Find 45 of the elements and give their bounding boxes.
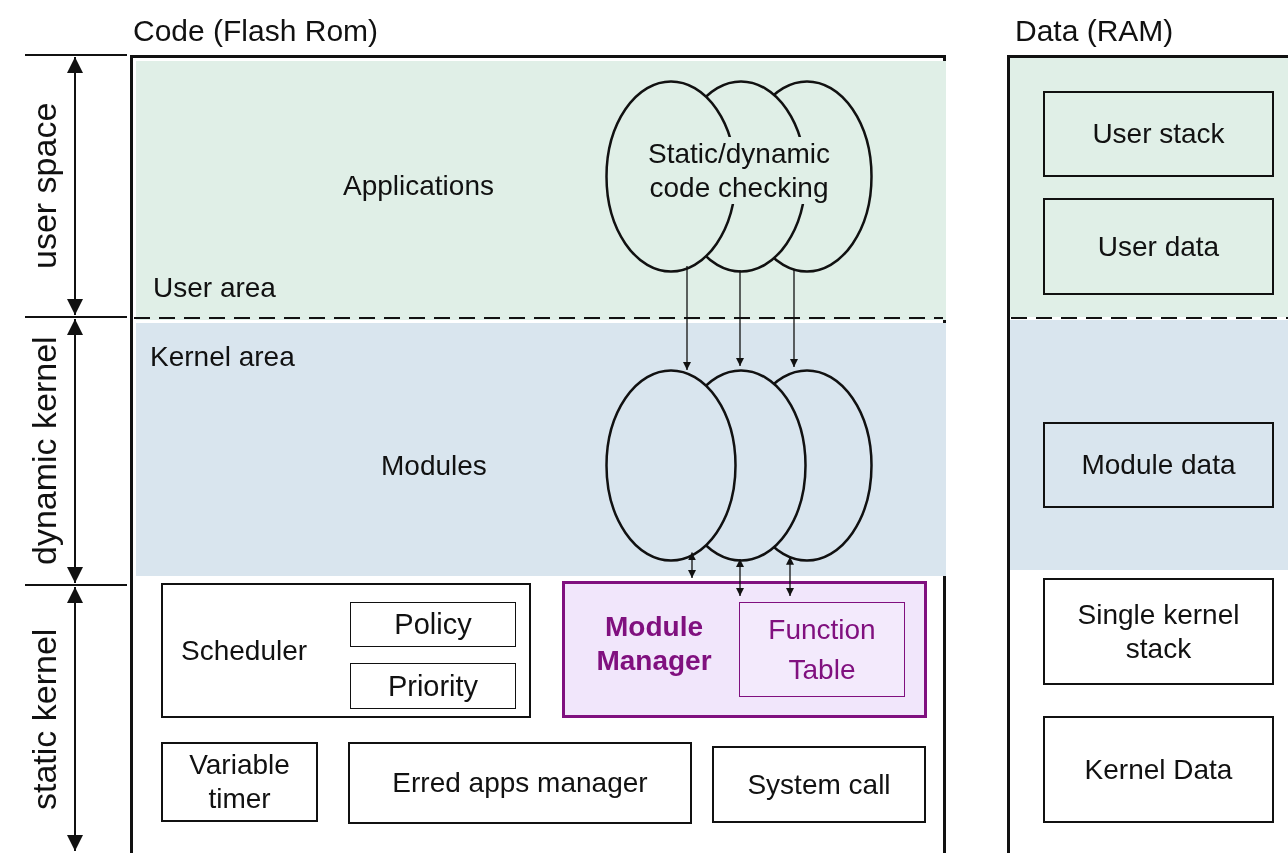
panel-title: Code (Flash Rom) — [133, 13, 379, 49]
area-label: Kernel area — [150, 340, 295, 374]
area-label: Modules — [381, 449, 487, 483]
box-label: Function Table — [767, 613, 877, 687]
arrow — [790, 268, 798, 368]
box-label: Module data — [1081, 448, 1236, 482]
process-box — [1043, 716, 1274, 823]
process-box — [1043, 578, 1274, 685]
box-label: System call — [747, 767, 891, 802]
arrow — [688, 551, 696, 579]
process-box — [712, 746, 926, 823]
process-box — [350, 663, 516, 709]
box-label: User data — [1097, 229, 1220, 264]
arrow — [736, 558, 744, 597]
process-box — [348, 742, 692, 824]
box-label: User stack — [1092, 117, 1225, 151]
box-label: Kernel Data — [1084, 752, 1233, 787]
area-label: User area — [153, 271, 276, 305]
box-label: Single kernel stack — [1076, 597, 1241, 666]
panel-title: Data (RAM) — [1015, 13, 1174, 49]
process-box — [1043, 91, 1274, 177]
ellipse-stack — [605, 80, 873, 273]
section-label: dynamic kernel — [23, 335, 64, 568]
area-band — [136, 61, 946, 320]
process-box — [161, 742, 318, 822]
area-label: Applications — [343, 169, 494, 203]
section-label: static kernel — [23, 627, 64, 812]
ellipse-stack — [605, 369, 873, 562]
process-box — [562, 581, 927, 718]
process-box — [1043, 422, 1274, 508]
box-label: Policy — [394, 607, 472, 642]
process-box — [739, 602, 905, 697]
box-label: Scheduler — [181, 634, 308, 668]
box-label: Erred apps manager — [392, 766, 648, 800]
box-label: Module Manager — [595, 610, 713, 678]
arrow — [736, 269, 744, 367]
area-band — [136, 323, 946, 576]
box-label: Variable timer — [188, 748, 291, 816]
arrow — [683, 265, 691, 371]
process-box — [1043, 198, 1274, 295]
box-label: Priority — [387, 668, 479, 704]
process-box — [350, 602, 516, 647]
arrow — [786, 556, 794, 597]
section-label: user space — [23, 101, 64, 272]
process-box — [161, 583, 531, 718]
